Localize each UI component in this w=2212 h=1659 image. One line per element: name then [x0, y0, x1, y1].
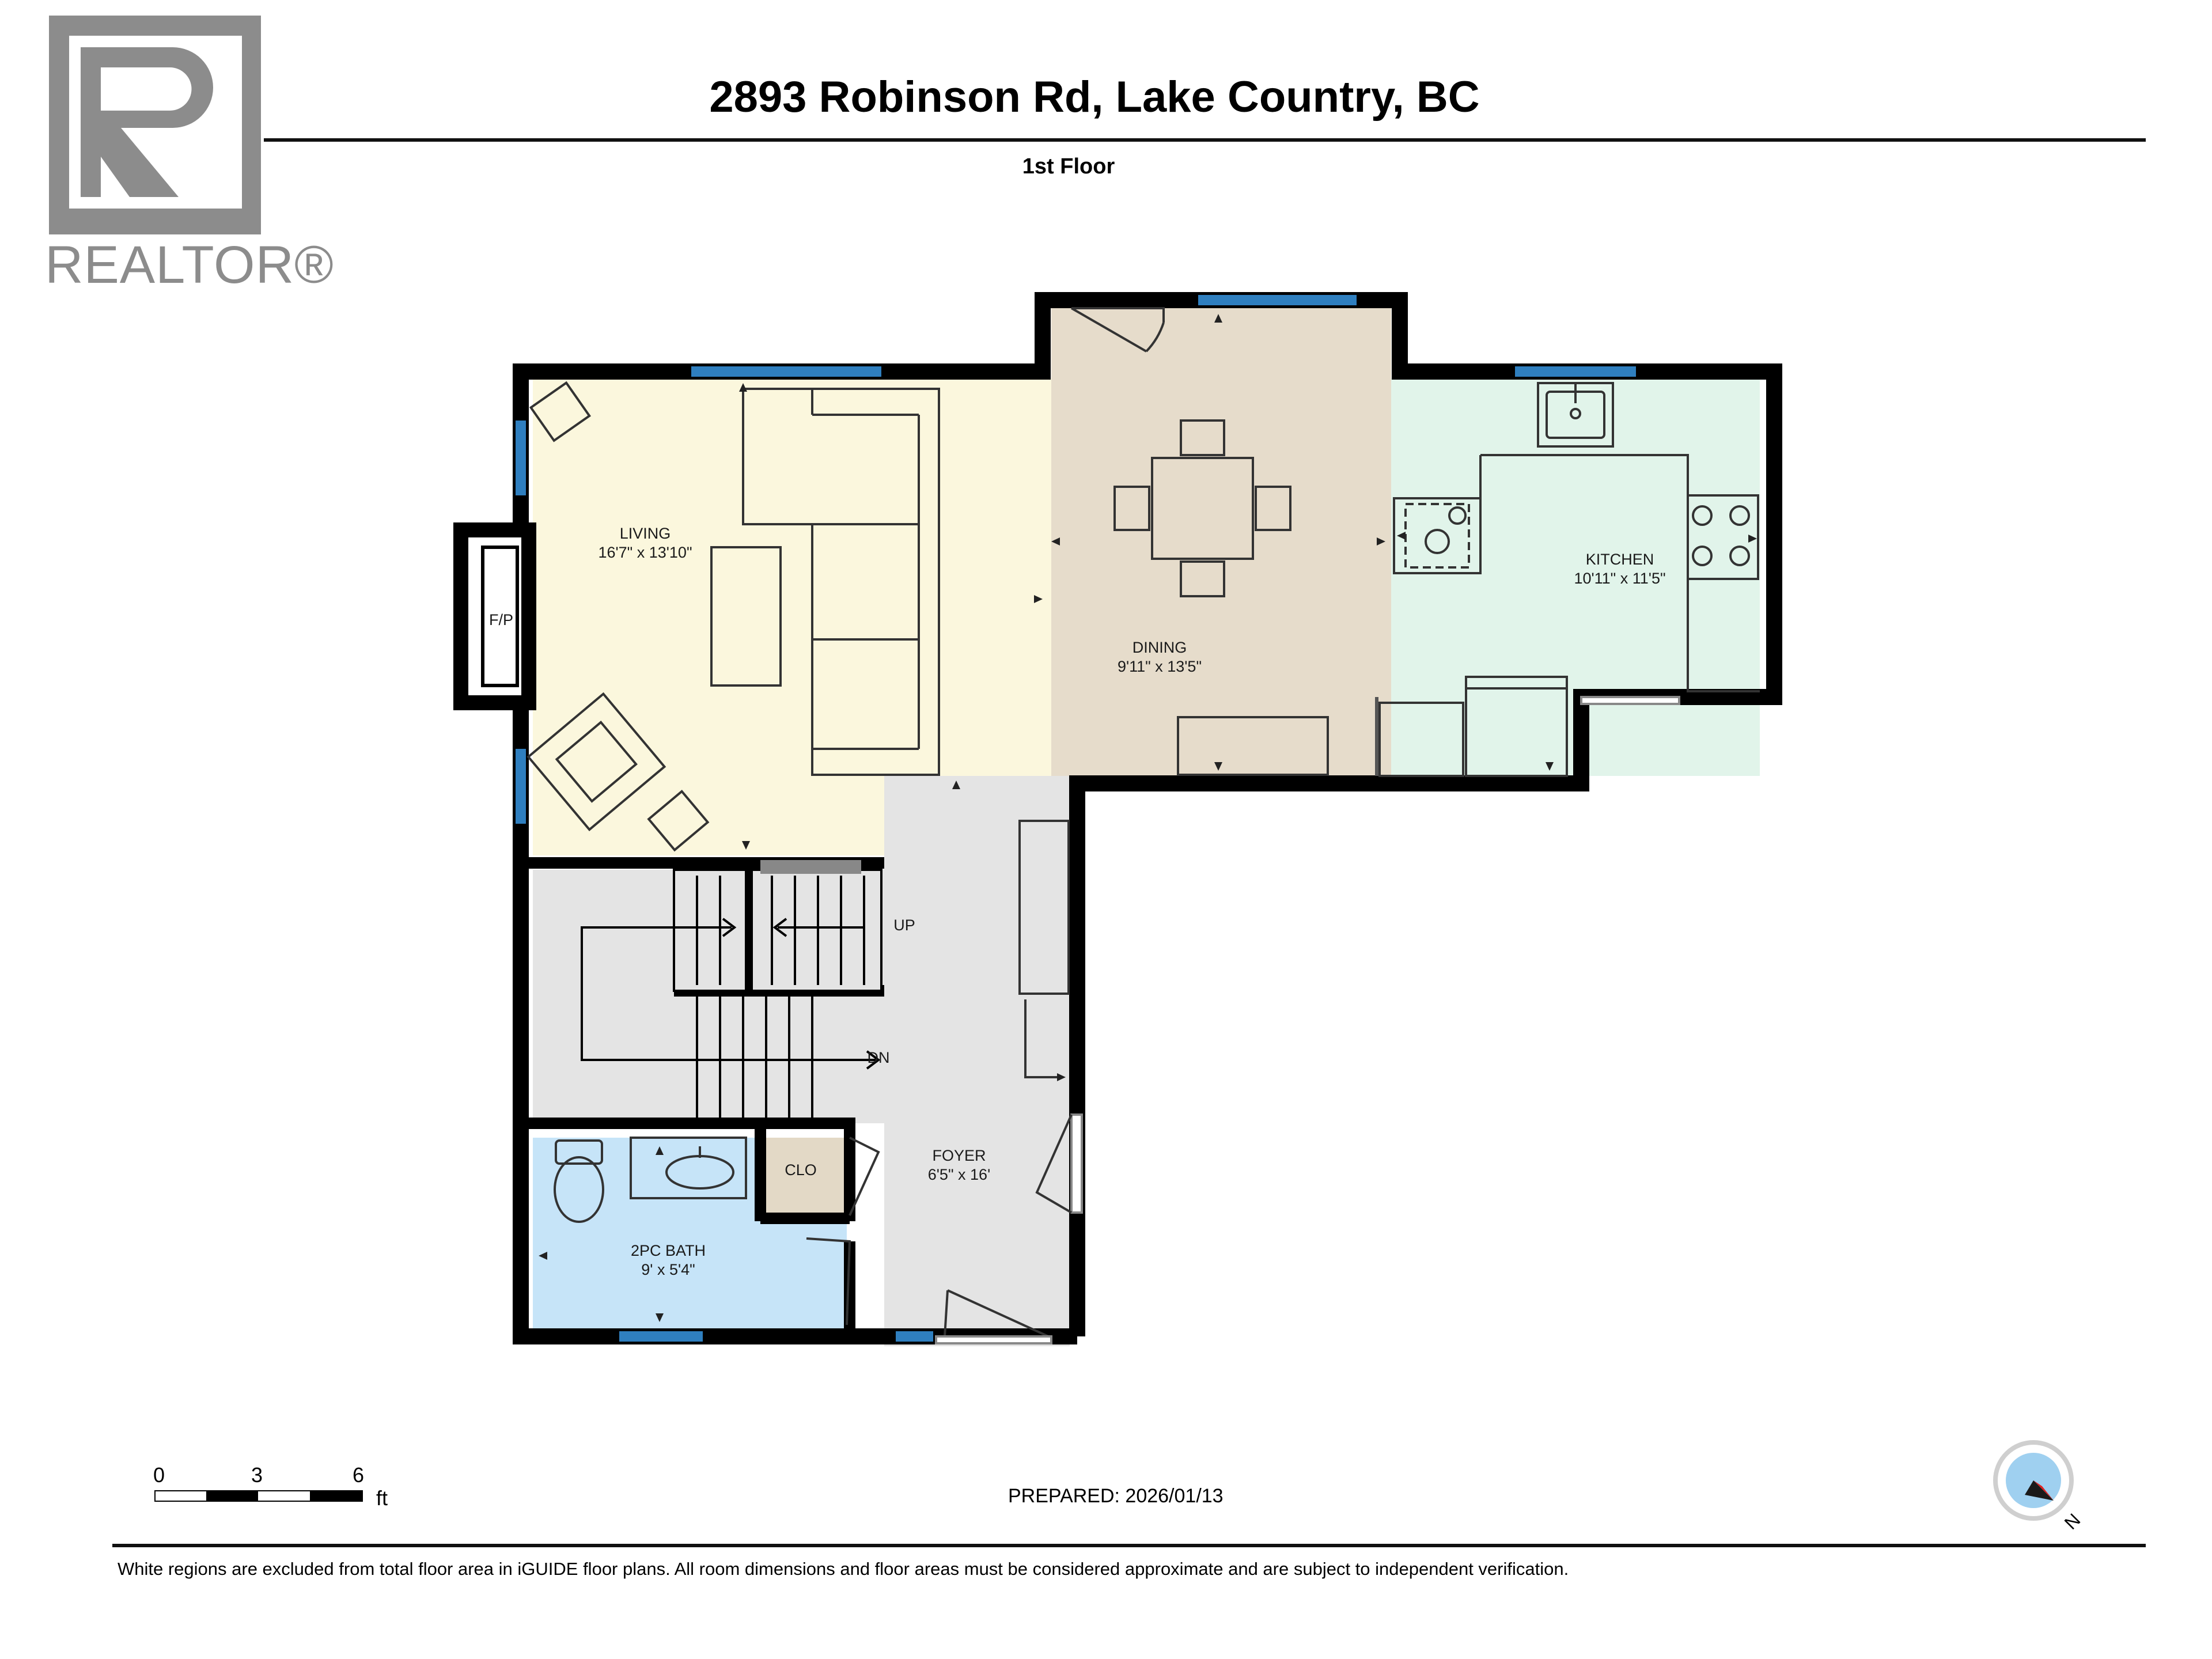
foyer-area	[884, 776, 1070, 1346]
living-label: LIVING	[620, 525, 671, 542]
prepared-date: PREPARED: 2026/01/13	[1008, 1485, 1224, 1507]
kitchen-label: KITCHEN	[1586, 551, 1654, 568]
foyer-fixtures	[806, 820, 1083, 1344]
stairs-down-label: DN	[868, 1049, 890, 1066]
living-dims: 16'7" x 13'10"	[598, 544, 692, 561]
stairs-up-label: UP	[893, 916, 915, 934]
dining-room-area	[1051, 308, 1391, 776]
footer-rule	[112, 1544, 2146, 1547]
floor-label: 1st Floor	[1022, 154, 1115, 179]
bath-dims: 9' x 5'4"	[641, 1261, 695, 1278]
page-title: 2893 Robinson Rd, Lake Country, BC	[709, 73, 1480, 122]
header-rule	[112, 138, 2146, 142]
scale-bar	[154, 1490, 363, 1502]
dining-furniture	[1071, 307, 1329, 776]
dining-dims: 9'11" x 13'5"	[1118, 658, 1202, 675]
stairs	[581, 860, 882, 1118]
foyer-dims: 6'5" x 16'	[928, 1166, 990, 1183]
compass-north-label: N	[2061, 1509, 2082, 1533]
realtor-wordmark: REALTOR®	[45, 236, 334, 294]
living-furniture	[527, 381, 940, 852]
compass-icon: N	[1993, 1440, 2082, 1533]
bath-label: 2PC BATH	[631, 1242, 706, 1259]
realtor-logo	[46, 13, 264, 237]
dining-label: DINING	[1132, 639, 1187, 656]
scale-tick-0: 0	[153, 1463, 165, 1487]
closet-area	[760, 1138, 847, 1218]
kitchen-fixtures	[1378, 382, 1760, 777]
closet-label: CLO	[785, 1161, 817, 1179]
disclaimer: White regions are excluded from total fl…	[118, 1559, 1569, 1579]
bath-fixtures	[554, 1137, 747, 1223]
dimension-arrows	[539, 314, 1757, 1322]
scale-unit: ft	[376, 1486, 388, 1510]
scale-tick-6: 6	[353, 1463, 365, 1487]
living-extension	[737, 378, 1051, 776]
fireplace-label: F/P	[489, 611, 513, 628]
scale-tick-3: 3	[251, 1463, 263, 1487]
kitchen-dims: 10'11" x 11'5"	[1574, 570, 1665, 587]
foyer-label: FOYER	[932, 1147, 986, 1164]
windows	[516, 295, 1636, 1342]
